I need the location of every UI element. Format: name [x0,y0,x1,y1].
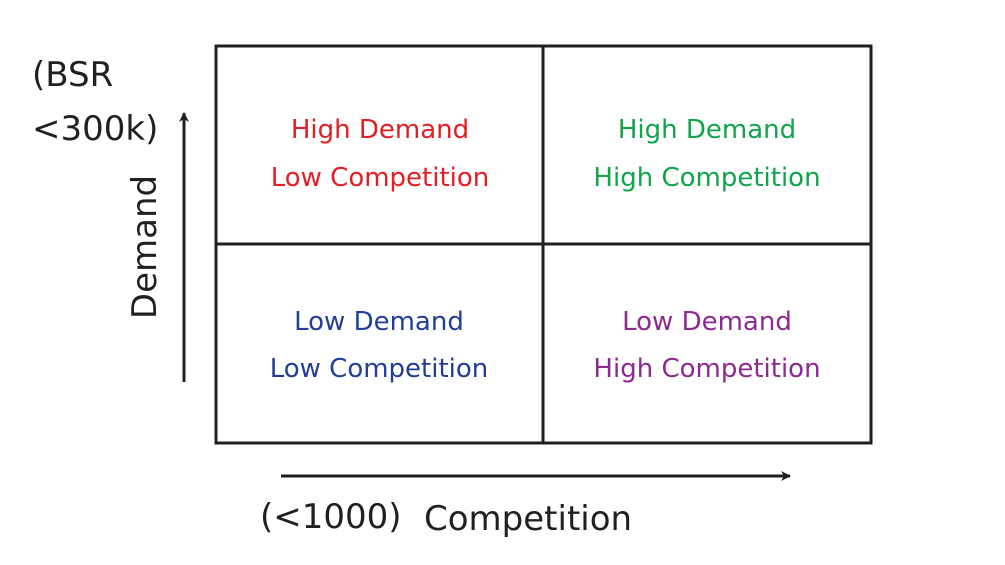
quadrant-bottom-left: Low Demand Low Competition [270,307,489,384]
y-axis: (BSR <300k) Demand [32,55,189,382]
y-axis-threshold-line2: <300k) [32,109,158,149]
quadrant-grid [214,44,873,445]
quadrant-bottom-right-line2: High Competition [593,354,820,384]
quadrant-top-right-line2: High Competition [593,163,820,193]
quadrant-top-right: High Demand High Competition [593,115,820,193]
x-axis-threshold: (<1000) [260,497,402,537]
quadrant-bottom-right-line1: Low Demand [622,307,792,337]
quadrant-top-left: High Demand Low Competition [271,115,490,193]
quadrant-top-left-line2: Low Competition [271,163,490,193]
x-axis-label: Competition [424,499,632,539]
y-axis-label: Demand [125,175,165,319]
x-axis: (<1000) Competition [260,471,791,539]
quadrant-bottom-left-line2: Low Competition [270,354,489,384]
quadrant-bottom-right: Low Demand High Competition [593,307,820,384]
quadrant-top-right-line1: High Demand [618,115,796,145]
quadrant-top-left-line1: High Demand [291,115,469,145]
y-axis-threshold-line1: (BSR [32,55,113,95]
quadrant-bottom-left-line1: Low Demand [294,307,464,337]
